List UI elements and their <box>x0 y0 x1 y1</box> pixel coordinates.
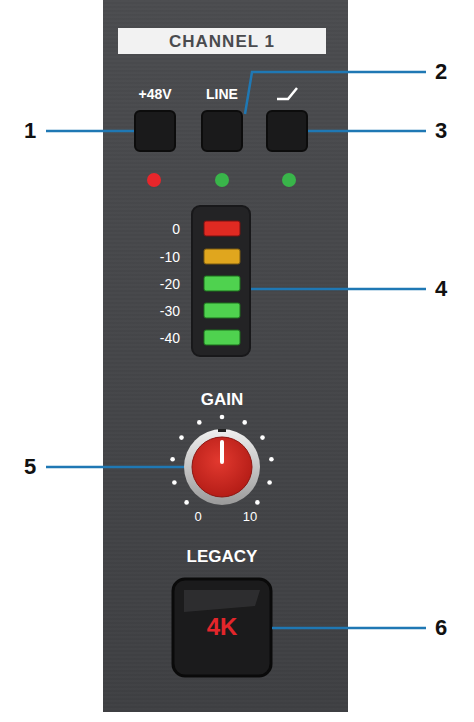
button-label: LINE <box>206 87 238 101</box>
panel-texture <box>103 0 348 712</box>
button-highlight <box>184 590 260 612</box>
node-text: 4K <box>207 615 238 639</box>
scale-dot <box>260 435 265 440</box>
meter-segment <box>204 249 240 264</box>
panel <box>103 0 348 712</box>
knob-pointer <box>220 442 224 462</box>
meter-scale: -40 <box>160 331 180 345</box>
gain-knob <box>192 437 252 497</box>
scale-dot <box>172 480 177 485</box>
scale-dot <box>179 435 184 440</box>
scale-dot <box>220 415 225 420</box>
knob-ring <box>184 429 260 505</box>
callout-number: 3 <box>435 120 447 142</box>
callout-number: 6 <box>435 617 447 639</box>
knob-label: GAIN <box>201 391 244 408</box>
knob-mark <box>218 429 226 432</box>
meter-segment <box>204 221 240 236</box>
scale-dot <box>170 457 175 462</box>
meter-segment <box>204 330 240 345</box>
meter-segment <box>204 276 240 291</box>
knob-scale: 0 <box>194 510 201 523</box>
scale-dot <box>267 480 272 485</box>
callout-number: 4 <box>435 278 447 300</box>
scale-dot <box>255 500 260 505</box>
knob-scale: 10 <box>243 510 257 523</box>
meter-scale: -20 <box>160 277 180 291</box>
meter-scale: 0 <box>172 222 180 236</box>
scale-dot <box>184 500 189 505</box>
legacy-button <box>173 579 271 676</box>
led-red <box>147 173 161 187</box>
gain-scale-dots <box>170 415 273 505</box>
node-text: CHANNEL 1 <box>169 33 275 50</box>
callout-number: 5 <box>24 456 36 478</box>
scale-dot <box>269 457 274 462</box>
phantom-button <box>135 111 175 151</box>
meter-scale: -30 <box>160 304 180 318</box>
meter-segment <box>204 303 240 318</box>
callout-number: 1 <box>24 120 36 142</box>
high-pass-symbol <box>277 88 297 99</box>
button-label: +48V <box>138 87 171 101</box>
callout-number: 2 <box>435 61 447 83</box>
led-green <box>282 173 296 187</box>
channel-label-box: CHANNEL 1 <box>118 28 326 54</box>
led-green <box>215 173 229 187</box>
button-heading: LEGACY <box>187 548 258 565</box>
level-meter <box>192 206 250 356</box>
scale-dot <box>197 420 202 425</box>
leader-lines <box>46 72 426 628</box>
meter-scale: -10 <box>160 250 180 264</box>
legacy-button: LEGACY4K <box>173 579 271 676</box>
scale-dot <box>242 420 247 425</box>
filter-button <box>267 111 307 151</box>
line-button <box>202 111 242 151</box>
